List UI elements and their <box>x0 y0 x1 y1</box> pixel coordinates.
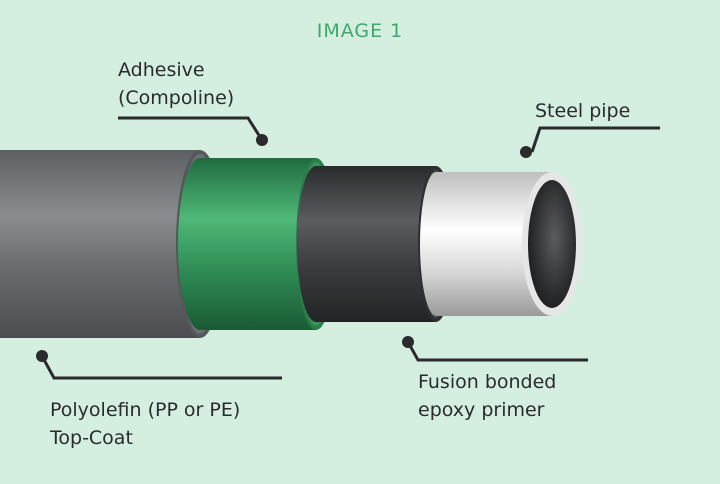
fusion-label-line2: epoxy primer <box>418 399 545 421</box>
steel-dot <box>520 146 532 158</box>
polyolefin-dot <box>36 350 48 362</box>
adhesive-label: Adhesive (Compoline) <box>118 56 234 112</box>
polyolefin-label-line1: Polyolefin (PP or PE) <box>50 399 241 421</box>
leader-lines <box>40 116 660 380</box>
polyolefin-label-line2: Top-Coat <box>50 427 133 449</box>
adhesive-label-line1: Adhesive <box>118 59 205 81</box>
diagram-title: IMAGE 1 <box>316 20 404 42</box>
adhesive-label-line2: (Compoline) <box>118 87 235 109</box>
steel-pipe-label: Steel pipe <box>535 97 630 125</box>
fusion-dot <box>402 336 414 348</box>
steel-pipe-layer <box>420 172 582 316</box>
fusion-label-line1: Fusion bonded <box>418 371 557 393</box>
adhesive-dot <box>256 134 268 146</box>
polyolefin-label: Polyolefin (PP or PE) Top-Coat <box>50 396 240 452</box>
adhesive-leader <box>118 116 264 141</box>
fusion-leader <box>406 341 588 362</box>
steel-pipe-label-line1: Steel pipe <box>535 100 631 122</box>
steel-leader <box>530 126 660 153</box>
polyolefin-leader <box>40 355 282 380</box>
fusion-epoxy-label: Fusion bonded epoxy primer <box>418 368 556 424</box>
leader-dots <box>36 134 532 362</box>
